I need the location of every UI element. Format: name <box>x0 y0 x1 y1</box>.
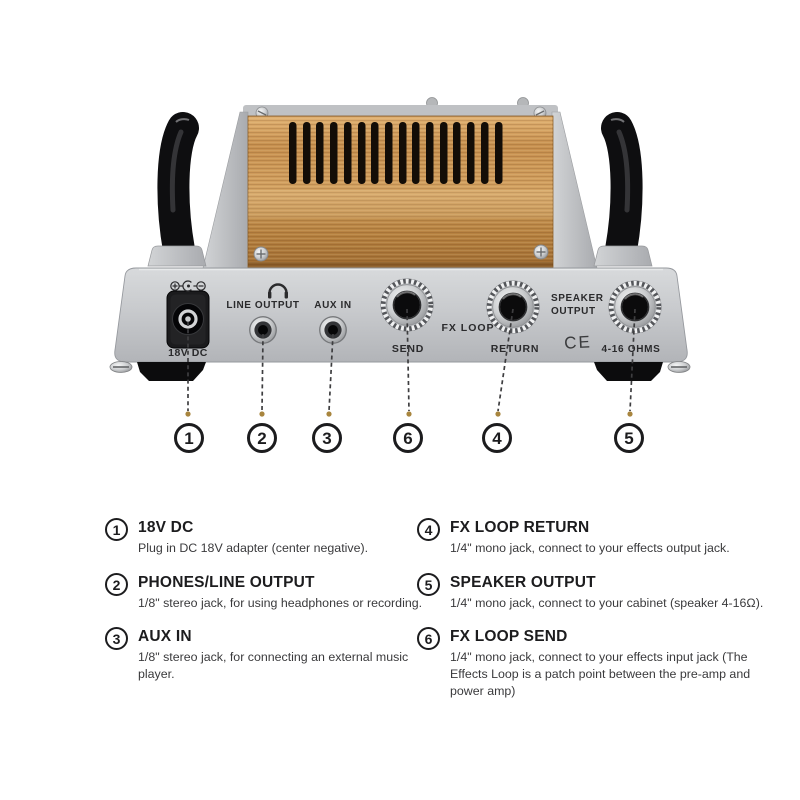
legend-item-aux-in: 3 AUX IN 1/8" stereo jack, for connectin… <box>105 627 420 683</box>
return-label: RETURN <box>491 343 540 355</box>
svg-text:4: 4 <box>492 429 502 448</box>
fx-send-jack <box>380 278 434 332</box>
right-chassis-wedge <box>551 111 598 269</box>
wood-bottom-screws <box>253 244 549 262</box>
amp-rear-panel-photo: 18V DC LINE OUTPUT AUX IN <box>109 97 691 453</box>
legend-description: 1/4" mono jack, connect to your cabinet … <box>450 596 764 611</box>
rubber-feet <box>137 362 663 381</box>
legend-title: SPEAKER OUTPUT <box>450 574 596 591</box>
callout-circle-6: 6 <box>393 423 423 453</box>
aux-in-label: AUX IN <box>314 300 352 311</box>
send-label: SEND <box>392 343 424 355</box>
speaker-output-label-line2: OUTPUT <box>551 306 596 317</box>
callout-circle-2: 2 <box>247 423 277 453</box>
legend-number-badge: 3 <box>105 627 128 650</box>
legend-title: AUX IN <box>138 628 192 645</box>
svg-text:1: 1 <box>184 429 193 448</box>
legend-item-fx-loop-return: 4 FX LOOP RETURN 1/4" mono jack, connect… <box>417 518 767 557</box>
fx-loop-label: FX LOOP <box>441 322 494 334</box>
callout-circle-4: 4 <box>482 423 512 453</box>
legend-title: FX LOOP RETURN <box>450 519 590 536</box>
ohms-label: 4-16 OHMS <box>601 344 660 355</box>
legend-description: Plug in DC 18V adapter (center negative)… <box>138 541 369 556</box>
callout-line-dots <box>185 411 633 417</box>
svg-text:3: 3 <box>322 429 331 448</box>
legend-item-phones-line-output: 2 PHONES/LINE OUTPUT 1/8" stereo jack, f… <box>105 573 425 612</box>
legend-description: 1/8" stereo jack, for using headphones o… <box>138 596 423 611</box>
phones-jack <box>249 316 277 344</box>
legend-number-badge: 2 <box>105 573 128 596</box>
polarity-icon <box>170 280 206 292</box>
svg-text:5: 5 <box>624 429 633 448</box>
callout-lines <box>187 308 636 412</box>
legend-description: 1/4" mono jack, connect to your effects … <box>450 650 751 698</box>
callout-circle-3: 3 <box>312 423 342 453</box>
legend-number-badge: 1 <box>105 518 128 541</box>
legend-title: FX LOOP SEND <box>450 628 568 645</box>
legend-title: PHONES/LINE OUTPUT <box>138 574 315 591</box>
legend-description: 1/4" mono jack, connect to your effects … <box>450 541 730 556</box>
vent-grille <box>289 122 503 184</box>
legend-title: 18V DC <box>138 519 194 536</box>
wood-panel <box>247 115 554 269</box>
svg-text:2: 2 <box>257 429 266 448</box>
speaker-output-label-line1: SPEAKER <box>551 293 604 304</box>
line-output-label: LINE OUTPUT <box>226 300 299 311</box>
legend-number-badge: 6 <box>417 627 440 650</box>
legend-item-speaker-output: 5 SPEAKER OUTPUT 1/4" mono jack, connect… <box>417 573 772 612</box>
callout-circles: 1 2 3 6 4 5 <box>174 423 644 453</box>
svg-text:6: 6 <box>403 429 412 448</box>
aux-in-jack <box>319 316 347 344</box>
left-handle-boot <box>147 245 207 267</box>
callout-circle-1: 1 <box>174 423 204 453</box>
right-handle-boot <box>593 245 653 267</box>
legend-number-badge: 4 <box>417 518 440 541</box>
left-handle <box>157 112 199 266</box>
ce-mark: CE <box>564 332 593 352</box>
dc-power-jack <box>166 290 210 349</box>
legend-number-badge: 5 <box>417 573 440 596</box>
callout-circle-5: 5 <box>614 423 644 453</box>
right-handle <box>601 112 643 266</box>
legend-description: 1/8" stereo jack, for connecting an exte… <box>138 650 409 682</box>
legend-item-18v-dc: 1 18V DC Plug in DC 18V adapter (center … <box>105 518 425 557</box>
legend-item-fx-loop-send: 6 FX LOOP SEND 1/4" mono jack, connect t… <box>417 627 757 700</box>
speaker-jack <box>608 280 662 334</box>
screw-feet <box>109 361 691 373</box>
fx-return-jack <box>486 280 540 334</box>
headphone-icon <box>268 283 288 299</box>
left-chassis-wedge <box>202 111 249 269</box>
